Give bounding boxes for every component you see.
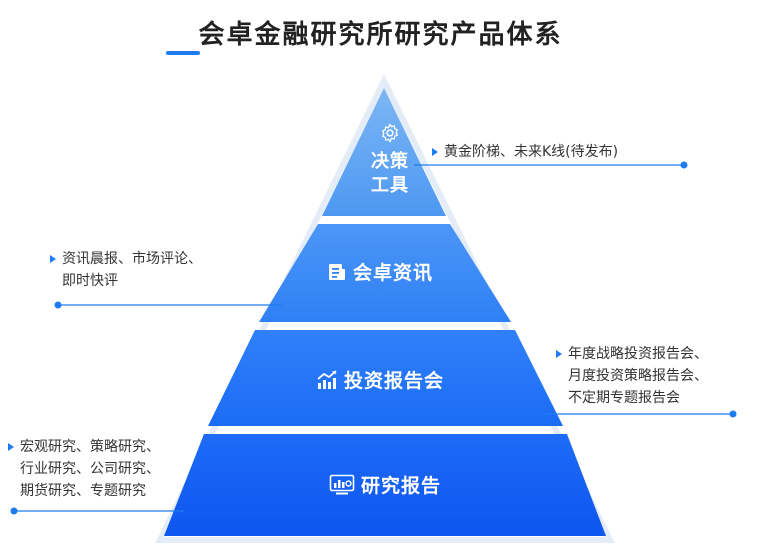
callout-decision-tools: 黄金阶梯、未来K线(待发布) — [432, 141, 618, 163]
tier-3-shape — [208, 330, 563, 426]
tier-2-label: 会卓资讯 — [352, 262, 433, 284]
bullet-arrow-icon — [432, 148, 438, 156]
callout-news: 资讯晨报、市场评论、 即时快评 — [50, 248, 202, 292]
bullet-arrow-icon — [556, 350, 562, 358]
callout-4-row-3: 期货研究、专题研究 — [20, 483, 146, 499]
tier-1-label-line-2: 工具 — [371, 175, 409, 196]
monitor-chart-icon — [329, 474, 355, 494]
tier-decision-tools: 决策 工具 — [345, 122, 435, 198]
page-title: 会卓金融研究所研究产品体系 — [198, 20, 563, 50]
chart-up-icon — [317, 369, 337, 389]
callout-3-row-2: 月度投资策略报告会、 — [568, 368, 708, 384]
callout-4-row-2: 行业研究、公司研究、 — [20, 461, 160, 477]
callout-research: 宏观研究、策略研究、 行业研究、公司研究、 期货研究、专题研究 — [8, 436, 160, 502]
tier-huizhuo-news: 会卓资讯 — [300, 258, 460, 285]
callout-conference: 年度战略投资报告会、 月度投资策略报告会、 不定期专题报告会 — [556, 343, 708, 409]
callout-4-row-1: 宏观研究、策略研究、 — [8, 436, 160, 458]
connector-dot-3 — [729, 410, 737, 418]
tier-3-label: 投资报告会 — [343, 370, 444, 392]
connector-dot-4 — [10, 507, 18, 515]
tier-4-label: 研究报告 — [360, 475, 441, 497]
tier-2-shape — [259, 224, 511, 322]
bullet-arrow-icon — [50, 255, 56, 263]
connector-dot-2 — [54, 301, 62, 309]
news-icon — [328, 263, 345, 280]
callout-2-row-1: 资讯晨报、市场评论、 — [50, 248, 202, 270]
gear-icon — [382, 123, 398, 143]
tier-4-shape — [164, 434, 606, 536]
tier-1-shape — [322, 88, 446, 216]
callout-2-row-2: 即时快评 — [62, 273, 118, 289]
tier-1-label-line-1: 决策 — [371, 151, 409, 172]
callout-3-row-1: 年度战略投资报告会、 — [556, 343, 708, 365]
callout-1-row-1: 黄金阶梯、未来K线(待发布) — [432, 141, 618, 163]
tier-research-reports: 研究报告 — [300, 471, 470, 498]
connector-dot-1 — [680, 161, 688, 169]
callout-3-row-3: 不定期专题报告会 — [568, 390, 680, 406]
bullet-arrow-icon — [8, 443, 14, 451]
title-underline — [166, 51, 200, 55]
tier-investment-conference: 投资报告会 — [290, 366, 470, 393]
